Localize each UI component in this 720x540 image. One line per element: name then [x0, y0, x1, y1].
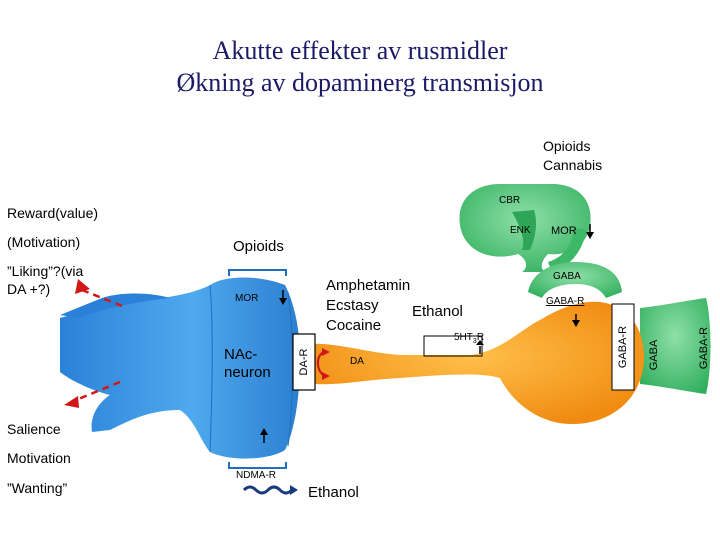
label-wanting: ”Wanting” [7, 480, 68, 496]
red-arrow-salience [64, 380, 121, 408]
label-reward: Reward(value) [7, 205, 99, 221]
label-opioids: Opioids [233, 238, 284, 255]
gaba-r-vertical-box [611, 303, 635, 391]
title-line-2: Økning av dopaminerg transmisjon [176, 68, 544, 97]
green-top-terminal [459, 184, 591, 272]
label-5ht3r-main: 5HT [454, 332, 473, 343]
label-5ht3r-sub: 3 [472, 338, 477, 345]
label-gaba-r-vertical-1: GABA-R [617, 325, 629, 369]
ndma-up-arrow [260, 428, 268, 443]
label-da: DA [350, 356, 364, 367]
label-gaba-vertical: GABA [648, 339, 660, 371]
ethanol-wavy-arrowhead [290, 485, 298, 495]
label-ethanol-mid: Ethanol [412, 303, 463, 320]
title-line-1: Akutte effekter av rusmidler [212, 36, 508, 65]
label-salience: Salience [7, 421, 61, 437]
ethanol-wavy-line [242, 485, 294, 495]
red-arrow-liking [75, 279, 123, 308]
label-amphetamin: Amphetamin [326, 277, 411, 294]
label-mor-top: MOR [551, 225, 577, 237]
label-da-r: DA-R [298, 348, 310, 376]
mor-left-arrow [279, 290, 287, 305]
label-motivation: Motivation [7, 450, 71, 466]
da-release-arrowhead-bottom [322, 372, 330, 380]
label-ethanol-bottom: Ethanol [308, 484, 359, 501]
5ht3r-box [423, 335, 483, 357]
label-nac-1: NAc- [224, 346, 258, 363]
label-cbr: CBR [499, 195, 521, 206]
label-5ht3r: 5HT3R [454, 332, 484, 345]
label-liking-2: DA +?) [7, 281, 51, 297]
ht3r-arrow [476, 340, 484, 354]
label-motivation-paren: (Motivation) [7, 234, 81, 250]
blue-nac-neuron [60, 277, 300, 459]
label-gaba-r-mid: GABA-R [546, 296, 585, 307]
orange-dopamine-neuron [300, 301, 645, 425]
label-liking-1: ”Liking”?(via [7, 263, 84, 279]
label-enk: ENK [510, 225, 531, 236]
label-mor-left: MOR [235, 293, 259, 304]
green-right-terminal [640, 298, 711, 394]
green-gaba-terminal [528, 262, 622, 298]
label-gaba-r-vertical-2: GABA-R [698, 326, 710, 370]
da-release-arrowhead-top [322, 348, 330, 356]
gaba-r-mid-arrow [572, 314, 580, 327]
mor-receptor-cup [228, 269, 287, 276]
mor-top-arrow [586, 224, 594, 239]
label-nac-2: neuron [224, 364, 271, 381]
da-r-box [292, 333, 316, 391]
label-ndma-r: NDMA-R [236, 470, 276, 481]
label-opioids-top: Opioids [543, 138, 591, 154]
ndma-receptor-cup [228, 462, 287, 469]
label-5ht3r-suffix: R [476, 332, 485, 343]
label-cannabis-top: Cannabis [543, 157, 603, 173]
label-ecstasy: Ecstasy [326, 297, 379, 314]
label-gaba-top: GABA [553, 271, 581, 282]
label-cocaine: Cocaine [326, 317, 382, 334]
